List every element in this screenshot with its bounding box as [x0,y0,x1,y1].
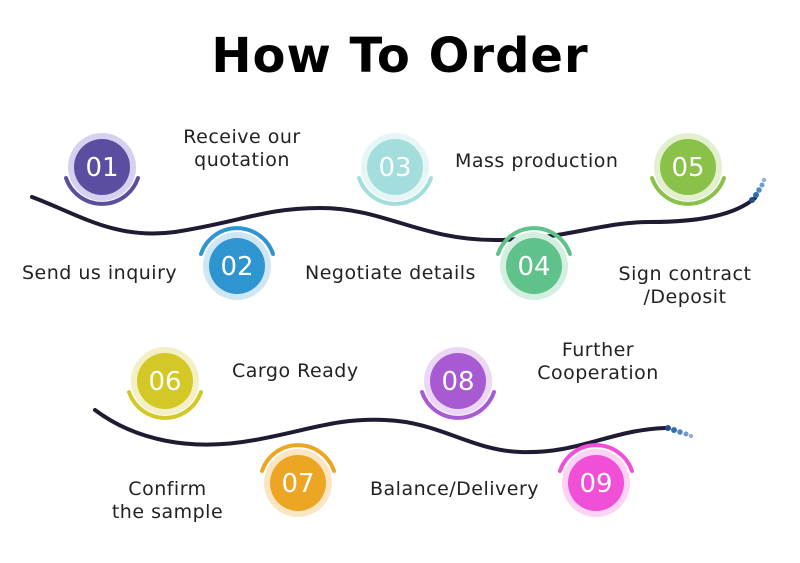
step-07-label-line-1: Confirm [128,478,207,500]
step-02-badge: 02 [199,226,275,300]
page-title: How To Order [211,28,589,84]
step-05-label-line-2: /Deposit [643,286,727,308]
step-08-label-line-1: Further [561,339,635,361]
step-05-badge: 05 [650,133,726,206]
step-02-label: Send us inquiry [22,262,177,285]
step-03-number: 03 [378,153,411,183]
step-09-ring [558,443,634,473]
step-06-ring [127,390,203,420]
step-04-label: Negotiate details [305,262,476,285]
step-06-label: Cargo Ready [232,360,359,383]
step-01-ring [64,176,140,206]
step-05-ring [650,176,726,206]
step-08-number: 08 [441,367,474,397]
step-09-label-line-1: Balance/Delivery [370,478,540,500]
step-01-label-line-1: Receive our [183,126,301,148]
step-04-label-line-1: Negotiate details [305,262,476,284]
step-07-badge: 07 [260,443,336,517]
step-08-badge: 08 [420,347,496,420]
step-05-number: 05 [671,153,704,183]
step-01-circle [74,139,130,195]
step-04-badge: 04 [496,226,572,300]
step-04-ring [496,226,572,256]
step-06-label-line-1: Cargo Ready [232,360,359,382]
step-09-number: 09 [579,469,612,499]
step-05-label-line-1: Sign contract [618,263,752,285]
step-04-number: 04 [517,252,550,282]
step-02-number: 02 [220,252,253,282]
step-03-label: Mass production [455,150,618,173]
step-02-label-line-1: Send us inquiry [22,262,178,284]
step-04-circle [506,238,562,294]
step-01-badge: 01 [64,133,140,206]
step-08-label: Further Cooperation [528,339,668,385]
step-03-circle [367,139,423,195]
wave-line-bottom [93,408,667,455]
step-08-circle [430,353,486,409]
step-07-circle [270,455,326,511]
step-01-number: 01 [85,153,118,183]
step-03-ring [357,176,433,206]
step-07-label: Confirm the sample [105,478,230,524]
step-03-badge: 03 [357,133,433,206]
step-06-number: 06 [148,367,181,397]
step-01-label-line-2: quotation [194,149,290,171]
step-09-badge: 09 [558,443,634,517]
step-06-circle [137,353,193,409]
step-08-ring [420,390,496,420]
step-07-label-line-2: the sample [111,501,224,523]
step-03-label-line-1: Mass production [455,150,619,172]
wave-line-top [30,195,757,243]
step-06-badge: 06 [127,347,203,420]
step-09-label: Balance/Delivery [370,478,539,501]
step-05-label: Sign contract /Deposit [610,263,760,309]
step-02-ring [199,226,275,256]
step-08-label-line-2: Cooperation [537,362,659,384]
wave-tip-bottom [665,425,694,439]
step-07-ring [260,443,336,473]
step-09-circle [568,455,624,511]
wave-tip-top [749,177,767,203]
step-07-number: 07 [281,469,314,499]
step-01-label: Receive our quotation [172,126,312,172]
step-02-circle [209,238,265,294]
step-05-circle [660,139,716,195]
